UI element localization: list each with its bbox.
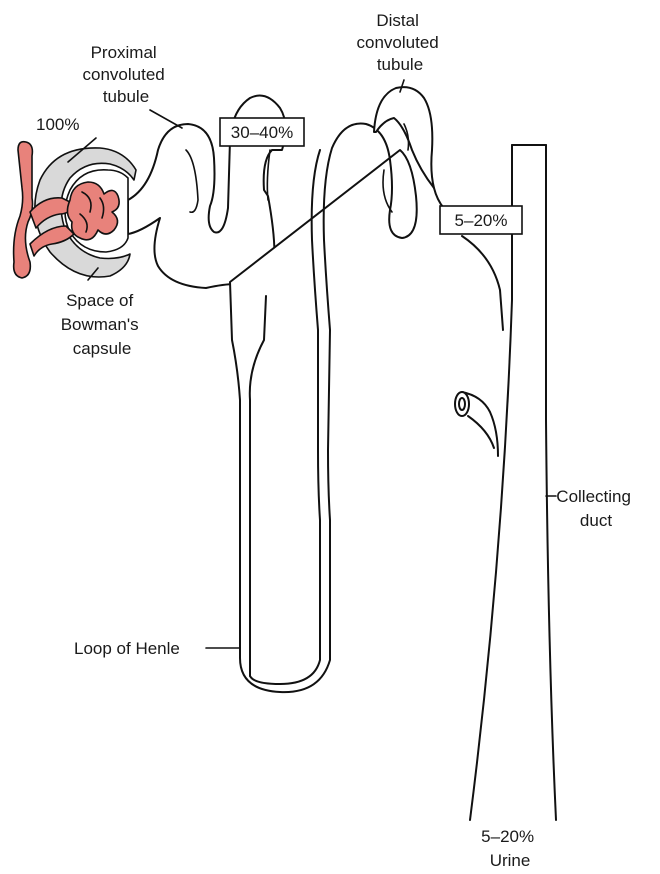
label-bowmans-space: Space of Bowman's capsule bbox=[61, 291, 144, 358]
percent-label-proximal: 30–40% bbox=[231, 123, 293, 142]
label-collecting-duct: Collecting duct bbox=[556, 487, 635, 530]
glomerular-capillaries bbox=[67, 182, 119, 240]
percent-label-distal: 5–20% bbox=[455, 211, 508, 230]
percent-box-proximal: 30–40% bbox=[220, 118, 304, 146]
label-glomerular-percent: 100% bbox=[36, 115, 79, 134]
collecting-duct bbox=[470, 145, 556, 820]
label-urine: 5–20% Urine bbox=[481, 827, 539, 870]
percent-box-distal: 5–20% bbox=[440, 206, 522, 234]
label-loop-of-henle: Loop of Henle bbox=[74, 639, 180, 658]
joining-tubule bbox=[455, 392, 498, 456]
label-distal-tubule: Distal convoluted tubule bbox=[357, 11, 444, 74]
label-proximal-tubule: Proximal convoluted tubule bbox=[83, 43, 170, 106]
